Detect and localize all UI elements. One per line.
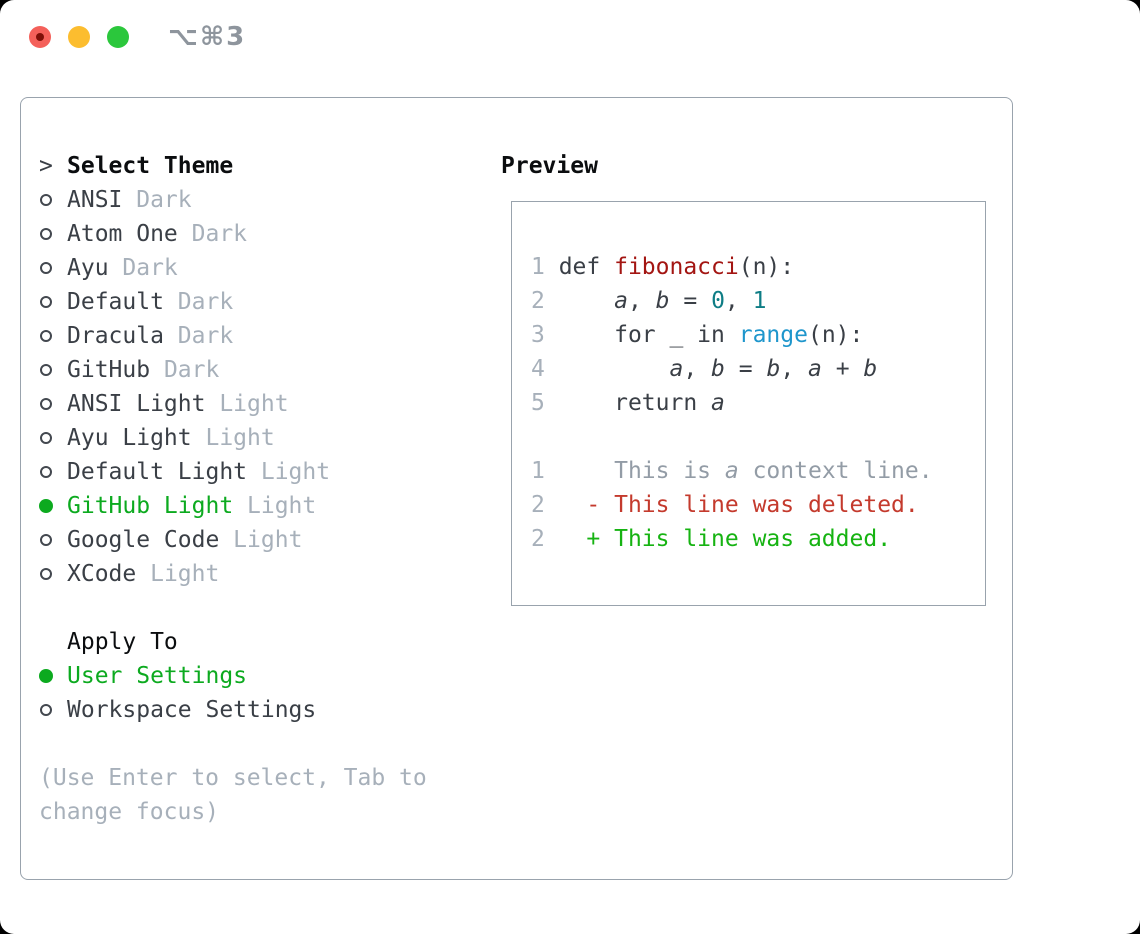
theme-item-label: GitHub Light bbox=[67, 493, 234, 519]
theme-item-variant: Dark bbox=[163, 289, 234, 315]
theme-item-label: Atom One bbox=[67, 221, 178, 247]
preview-line: 5 return a bbox=[531, 390, 725, 416]
theme-item-variant: Dark bbox=[163, 323, 234, 349]
theme-item-variant: Dark bbox=[108, 255, 178, 281]
theme-item-label: Default Light bbox=[67, 459, 248, 485]
theme-item-variant: Dark bbox=[122, 187, 192, 213]
theme-item[interactable]: Ayu Light Light bbox=[39, 421, 501, 455]
divider-space bbox=[39, 591, 501, 625]
theme-item-label: GitHub bbox=[67, 357, 151, 383]
title-bar: ⌥⌘3 bbox=[0, 0, 1140, 74]
apply-to-header: Apply To bbox=[39, 625, 501, 659]
theme-item-label: Dracula bbox=[67, 323, 164, 349]
apply-to-option[interactable]: User Settings bbox=[39, 659, 501, 693]
help-text: (Use Enter to select, Tab to change focus… bbox=[39, 761, 501, 829]
theme-item[interactable]: GitHub Light Light bbox=[39, 489, 501, 523]
zoom-icon[interactable] bbox=[107, 26, 129, 48]
preview-pane: 1 def fibonacci(n): 2 a, b = 0, 1 3 for _ … bbox=[511, 201, 986, 606]
window-title: ⌥⌘3 bbox=[168, 22, 247, 52]
preview-line: 3 for _ in range(n): bbox=[531, 322, 864, 348]
theme-item-variant: Light bbox=[233, 493, 317, 519]
theme-item-variant: Dark bbox=[150, 357, 220, 383]
selected-radio-icon bbox=[39, 669, 67, 683]
radio-icon bbox=[39, 568, 67, 580]
theme-item[interactable]: ANSI Dark bbox=[39, 183, 501, 217]
theme-item-variant: Light bbox=[136, 561, 220, 587]
radio-icon bbox=[39, 534, 67, 546]
apply-to-option[interactable]: Workspace Settings bbox=[39, 693, 501, 727]
preview-line bbox=[531, 420, 985, 454]
theme-item[interactable]: GitHub Dark bbox=[39, 353, 501, 387]
selected-radio-icon bbox=[39, 499, 67, 513]
preview-line: 4 a, b = b, a + b bbox=[531, 356, 878, 382]
apply-to-option-label: User Settings bbox=[67, 663, 248, 689]
close-icon[interactable] bbox=[29, 26, 51, 48]
theme-item[interactable]: Google Code Light bbox=[39, 523, 501, 557]
theme-item-label: Ayu bbox=[67, 255, 109, 281]
theme-item-label: ANSI bbox=[67, 187, 123, 213]
preview-line: 1 This is a context line. bbox=[531, 458, 933, 484]
theme-item-variant: Light bbox=[247, 459, 331, 485]
radio-icon bbox=[39, 228, 67, 240]
preview-line: 2 a, b = 0, 1 bbox=[531, 288, 767, 314]
preview-line: 2 + This line was added. bbox=[531, 526, 892, 552]
theme-item[interactable]: Dracula Dark bbox=[39, 319, 501, 353]
radio-icon bbox=[39, 704, 67, 716]
theme-item-variant: Light bbox=[205, 391, 289, 417]
radio-icon bbox=[39, 398, 67, 410]
theme-item[interactable]: ANSI Light Light bbox=[39, 387, 501, 421]
theme-item-label: Google Code bbox=[67, 527, 220, 553]
theme-item-label: Ayu Light bbox=[67, 425, 192, 451]
radio-icon bbox=[39, 330, 67, 342]
theme-item-label: ANSI Light bbox=[67, 391, 206, 417]
theme-item-label: XCode bbox=[67, 561, 137, 587]
help-text-line: (Use Enter to select, Tab to bbox=[39, 765, 427, 791]
radio-icon bbox=[39, 296, 67, 308]
theme-item[interactable]: Atom One Dark bbox=[39, 217, 501, 251]
radio-icon bbox=[39, 432, 67, 444]
theme-item-label: Default bbox=[67, 289, 164, 315]
apply-to-title: Apply To bbox=[67, 629, 178, 655]
preview-line: 2 - This line was deleted. bbox=[531, 492, 919, 518]
header-caret-icon: > bbox=[39, 153, 53, 179]
theme-item-variant: Dark bbox=[177, 221, 248, 247]
preview-title: Preview bbox=[501, 153, 598, 179]
radio-icon bbox=[39, 194, 67, 206]
theme-item-variant: Light bbox=[191, 425, 275, 451]
select-theme-title: Select Theme bbox=[67, 153, 234, 179]
radio-icon bbox=[39, 262, 67, 274]
minimize-icon[interactable] bbox=[68, 26, 90, 48]
apply-to-option-label: Workspace Settings bbox=[67, 697, 317, 723]
select-theme-header: > Select Theme bbox=[39, 149, 501, 183]
theme-item[interactable]: Default Dark bbox=[39, 285, 501, 319]
theme-item[interactable]: Default Light Light bbox=[39, 455, 501, 489]
theme-item[interactable]: Ayu Dark bbox=[39, 251, 501, 285]
radio-icon bbox=[39, 466, 67, 478]
preview-column: Preview 1 def fibonacci(n): 2 a, b = 0, 1… bbox=[501, 149, 986, 879]
theme-item-variant: Light bbox=[219, 527, 303, 553]
theme-item[interactable]: XCode Light bbox=[39, 557, 501, 591]
help-text-line: change focus) bbox=[39, 799, 220, 825]
preview-line: 1 def fibonacci(n): bbox=[531, 254, 795, 280]
radio-icon bbox=[39, 364, 67, 376]
divider-space bbox=[39, 727, 501, 761]
